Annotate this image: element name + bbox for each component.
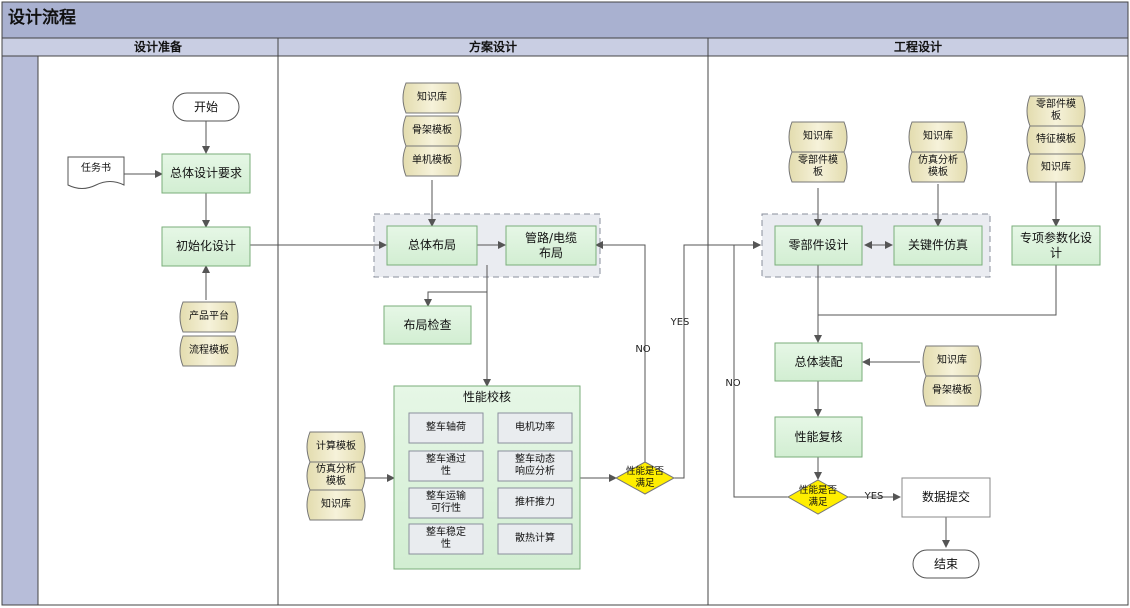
perf-decision-label: 性能是否 满足 [625,466,664,489]
no-label-2: NO [725,377,741,389]
final-decision-diamond [786,479,850,515]
kb-scheme-label: 知识库 [417,91,447,103]
stability-label: 整车稳定 性 [426,526,466,551]
title-bar [1,1,1129,39]
kb-part-label: 知识库 [803,130,833,142]
part-design-label: 零部件设计 [788,238,849,252]
frame-template-scheme-label: 骨架模板 [412,124,452,136]
lane-header-scheme: 方案设计 [468,39,517,54]
kb-assembly-label: 知识库 [937,354,967,366]
end-terminator [912,549,980,579]
calc-template-label: 计算模板 [316,440,356,452]
sim-template-eng-label: 仿真分析 模板 [918,154,958,179]
end-label: 结束 [933,556,958,571]
task-book-label: 任务书 [81,162,111,174]
overall-req-label: 总体设计要求 [169,166,242,180]
perf-sub-boxes [408,412,573,555]
transportability-label: 整车运输 可行性 [426,490,466,515]
perf-decision-diamond [614,461,676,495]
part-template2-label: 零部件模 板 [1036,98,1076,123]
unit-template-label: 单机模板 [412,154,452,166]
heat-calc-label: 散热计算 [515,532,555,544]
yes-label-2: YES [864,490,884,502]
feature-template-label: 特征模板 [1036,133,1076,145]
product-platform-label: 产品平台 [189,310,229,322]
passability-label: 整车通过 性 [426,453,466,478]
task-book-document [67,156,125,189]
dyn-response-label: 整车动态 响应分析 [515,453,555,478]
sim-template-left-label: 仿真分析 模板 [316,463,356,488]
final-decision-label: 性能是否 满足 [798,485,837,508]
init-design-label: 初始化设计 [175,239,236,253]
perf-check-label: 性能校核 [462,389,511,404]
frame-template-assembly-label: 骨架模板 [932,384,972,396]
data-stores [179,82,1086,521]
kb-special-label: 知识库 [1041,161,1071,173]
key-sim-label: 关键件仿真 [907,238,968,252]
part-template-label: 零部件模 板 [798,154,838,179]
flow-template-label: 流程模板 [189,344,229,356]
special-param-label: 专项参数化设 计 [1019,230,1092,260]
axle-load-label: 整车轴荷 [426,421,466,433]
lane-header-bar [1,37,1129,57]
layout-check-label: 布局检查 [403,317,452,332]
yes-label-1: YES [670,316,690,328]
motor-power-label: 电机功率 [515,421,555,433]
push-rod-label: 推杆推力 [515,496,555,508]
start-label: 开始 [193,99,218,114]
no-label-1: NO [635,343,651,355]
kb-sim-label: 知识库 [923,130,953,142]
left-strip [1,55,39,606]
data-submit-box [901,477,991,518]
overall-layout-label: 总体布局 [407,238,456,252]
lane-header-eng: 工程设计 [893,39,942,54]
kb-perf-label: 知识库 [321,498,351,510]
start-terminator [172,92,240,122]
lane-header-prep: 设计准备 [133,39,182,54]
assembly-label: 总体装配 [794,354,843,369]
page-title: 设计流程 [8,8,76,29]
perf-recheck-label: 性能复核 [794,429,843,444]
data-submit-label: 数据提交 [921,490,970,504]
pipe-layout-label: 管路/电缆 布局 [524,230,578,260]
connectors [124,121,1060,548]
